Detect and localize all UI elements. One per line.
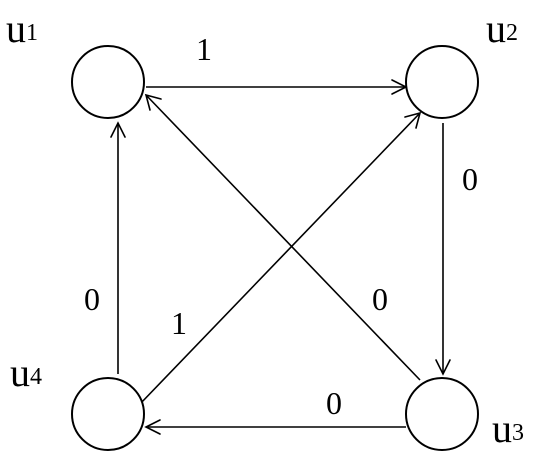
arrowhead	[435, 359, 451, 376]
node-labels-group: u1 u2 u3 u4	[6, 6, 524, 451]
edge-u3-u1	[144, 93, 421, 381]
arrowhead	[110, 121, 126, 138]
node-u3	[405, 377, 479, 451]
edge-weights-group: 1 0 0 0 1 0	[84, 31, 478, 421]
node-letter: u	[6, 6, 26, 51]
edge-weight-u3-u1: 0	[372, 281, 388, 317]
node-label-u4: u4	[10, 350, 42, 395]
edge-u2-u3	[435, 123, 451, 376]
node-u4	[71, 377, 145, 451]
node-index: 3	[512, 420, 524, 446]
node-u2	[405, 45, 479, 119]
node-index: 4	[30, 364, 42, 390]
edge-weight-u1-u2: 1	[196, 31, 212, 67]
nodes-group	[71, 45, 479, 451]
arrowhead	[144, 419, 161, 435]
edge-weight-u2-u3: 0	[462, 161, 478, 197]
node-letter: u	[492, 406, 512, 451]
arrowhead	[404, 111, 422, 129]
edge-u3-u4	[144, 419, 406, 435]
edges-group	[110, 79, 451, 435]
node-index: 1	[26, 20, 38, 46]
node-u1	[71, 45, 145, 119]
edge-weight-u3-u4: 0	[326, 385, 342, 421]
edge-u4-u1	[110, 121, 126, 374]
node-index: 2	[506, 20, 518, 46]
node-letter: u	[486, 6, 506, 51]
edge-u4-u2	[139, 111, 422, 405]
edge-weight-u4-u1: 0	[84, 281, 100, 317]
arrowhead	[144, 93, 162, 111]
node-letter: u	[10, 350, 30, 395]
node-label-u2: u2	[486, 6, 518, 51]
edge-weight-u4-u2: 1	[171, 305, 187, 341]
node-label-u3: u3	[492, 406, 524, 451]
node-label-u1: u1	[6, 6, 38, 51]
edge-u1-u2	[146, 79, 408, 95]
